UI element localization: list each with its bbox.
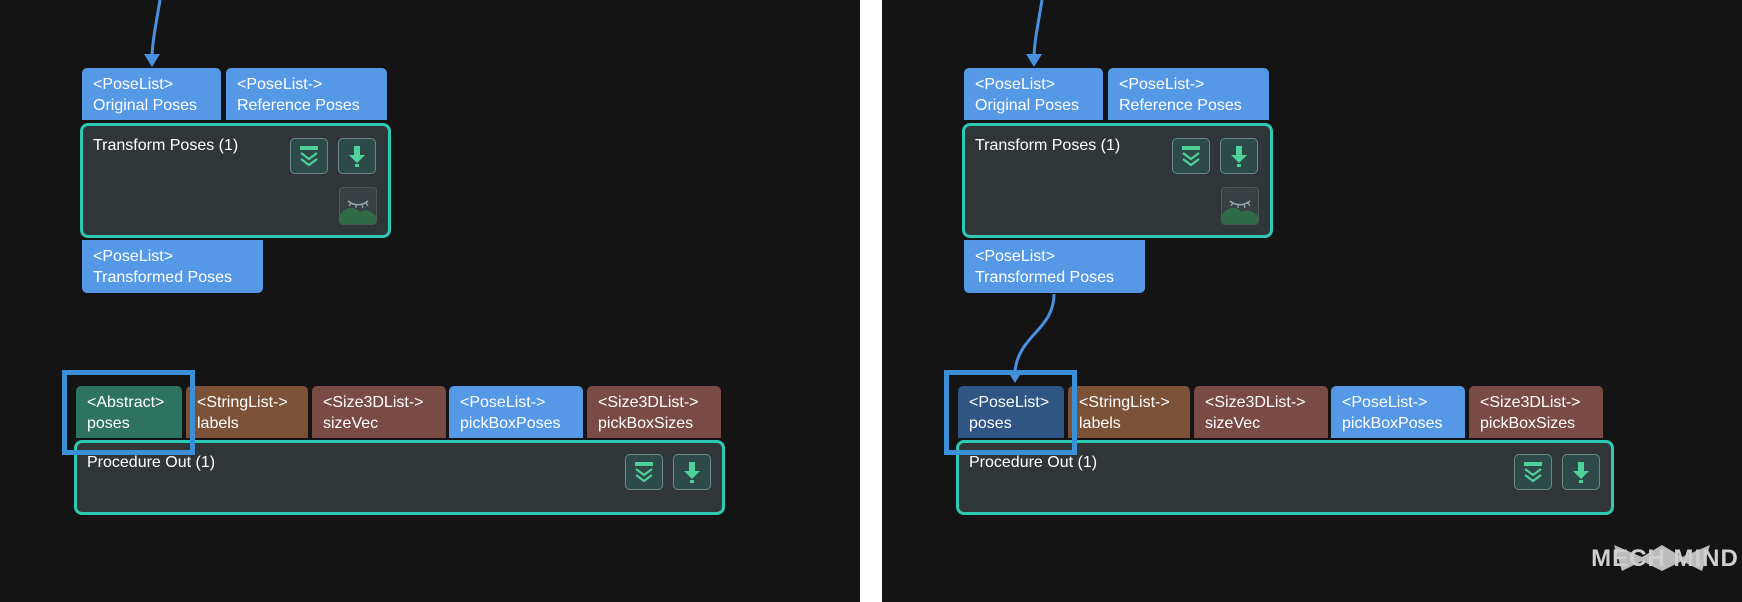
procedure-port-poses[interactable]: <Abstract> poses (76, 386, 182, 438)
port-type-label: <PoseList-> (1119, 76, 1205, 93)
input-port-original-poses[interactable]: <PoseList> Original Poses (82, 68, 221, 120)
port-type-label: <PoseList> (975, 76, 1056, 93)
port-name-label: Reference Poses (1119, 97, 1242, 114)
expand-collapse-button[interactable] (1514, 454, 1552, 490)
port-name-label: poses (969, 415, 1012, 432)
watermark-text: MECH MIND (1591, 545, 1739, 572)
node-title: Transform Poses (1) (975, 137, 1121, 154)
download-button[interactable] (338, 138, 376, 174)
procedure-port-sizevec[interactable]: <Size3DList-> sizeVec (312, 386, 446, 438)
download-button[interactable] (1220, 138, 1258, 174)
port-type-label: <Size3DList-> (1480, 394, 1581, 411)
image-preview-thumbnail[interactable] (1221, 187, 1259, 225)
port-type-label: <PoseList> (975, 248, 1056, 265)
download-arrow-icon (1231, 146, 1247, 167)
procedure-port-labels[interactable]: <StringList-> labels (186, 386, 308, 438)
port-name-label: sizeVec (1205, 415, 1261, 432)
double-chevron-down-icon (1182, 146, 1200, 167)
port-type-label: <StringList-> (197, 394, 288, 411)
port-name-label: labels (1079, 415, 1121, 432)
node-title: Procedure Out (1) (87, 454, 216, 471)
input-port-original-poses[interactable]: <PoseList> Original Poses (964, 68, 1103, 120)
output-port-transformed-poses[interactable]: <PoseList> Transformed Poses (82, 240, 263, 293)
port-name-label: pickBoxPoses (1342, 415, 1443, 432)
node-title: Transform Poses (1) (93, 137, 239, 154)
port-type-label: <Abstract> (87, 394, 165, 411)
output-port-transformed-poses[interactable]: <PoseList> Transformed Poses (964, 240, 1145, 293)
port-type-label: <PoseList> (969, 394, 1050, 411)
port-type-label: <PoseList-> (460, 394, 546, 411)
procedure-port-pickboxsizes[interactable]: <Size3DList-> pickBoxSizes (587, 386, 721, 438)
right-canvas-panel[interactable]: <PoseList> Original Poses <PoseList-> Re… (882, 0, 1742, 602)
hidden-image-icon (340, 200, 376, 224)
expand-collapse-button[interactable] (290, 138, 328, 174)
procedure-port-pickboxposes[interactable]: <PoseList-> pickBoxPoses (1331, 386, 1465, 438)
port-type-label: <Size3DList-> (598, 394, 699, 411)
port-type-label: <Size3DList-> (323, 394, 424, 411)
procedure-port-pickboxsizes[interactable]: <Size3DList-> pickBoxSizes (1469, 386, 1603, 438)
port-name-label: Original Poses (93, 97, 198, 114)
port-name-label: Reference Poses (237, 97, 360, 114)
port-type-label: <StringList-> (1079, 394, 1170, 411)
download-arrow-icon (349, 146, 365, 167)
download-arrow-icon (1573, 462, 1589, 483)
double-chevron-down-icon (635, 462, 653, 483)
input-port-reference-poses[interactable]: <PoseList-> Reference Poses (226, 68, 387, 120)
hidden-image-icon (1222, 200, 1258, 224)
procedure-port-poses[interactable]: <PoseList> poses (958, 386, 1064, 438)
port-name-label: Original Poses (975, 97, 1080, 114)
port-name-label: pickBoxSizes (1480, 415, 1576, 432)
expand-collapse-button[interactable] (1172, 138, 1210, 174)
input-port-reference-poses[interactable]: <PoseList-> Reference Poses (1108, 68, 1269, 120)
port-name-label: poses (87, 415, 130, 432)
image-preview-thumbnail[interactable] (339, 187, 377, 225)
port-name-label: pickBoxSizes (598, 415, 694, 432)
procedure-port-pickboxposes[interactable]: <PoseList-> pickBoxPoses (449, 386, 583, 438)
node-title: Procedure Out (1) (969, 454, 1098, 471)
port-type-label: <PoseList-> (1342, 394, 1428, 411)
port-type-label: <PoseList> (93, 248, 174, 265)
download-arrow-icon (684, 462, 700, 483)
double-chevron-down-icon (1524, 462, 1542, 483)
procedure-out-node[interactable]: Procedure Out (1) (74, 440, 725, 515)
port-type-label: <PoseList> (93, 76, 174, 93)
procedure-port-sizevec[interactable]: <Size3DList-> sizeVec (1194, 386, 1328, 438)
port-name-label: labels (197, 415, 239, 432)
procedure-port-labels[interactable]: <StringList-> labels (1068, 386, 1190, 438)
left-canvas-panel[interactable]: <PoseList> Original Poses <PoseList-> Re… (0, 0, 860, 602)
port-type-label: <Size3DList-> (1205, 394, 1306, 411)
expand-collapse-button[interactable] (625, 454, 663, 490)
procedure-out-node[interactable]: Procedure Out (1) (956, 440, 1614, 515)
port-name-label: Transformed Poses (975, 269, 1115, 286)
double-chevron-down-icon (300, 146, 318, 167)
download-button[interactable] (673, 454, 711, 490)
transform-poses-node[interactable]: Transform Poses (1) (80, 123, 391, 238)
mech-mind-logo-icon (1614, 545, 1710, 571)
port-name-label: pickBoxPoses (460, 415, 561, 432)
download-button[interactable] (1562, 454, 1600, 490)
port-name-label: Transformed Poses (93, 269, 233, 286)
port-name-label: sizeVec (323, 415, 379, 432)
transform-poses-node[interactable]: Transform Poses (1) (962, 123, 1273, 238)
port-type-label: <PoseList-> (237, 76, 323, 93)
